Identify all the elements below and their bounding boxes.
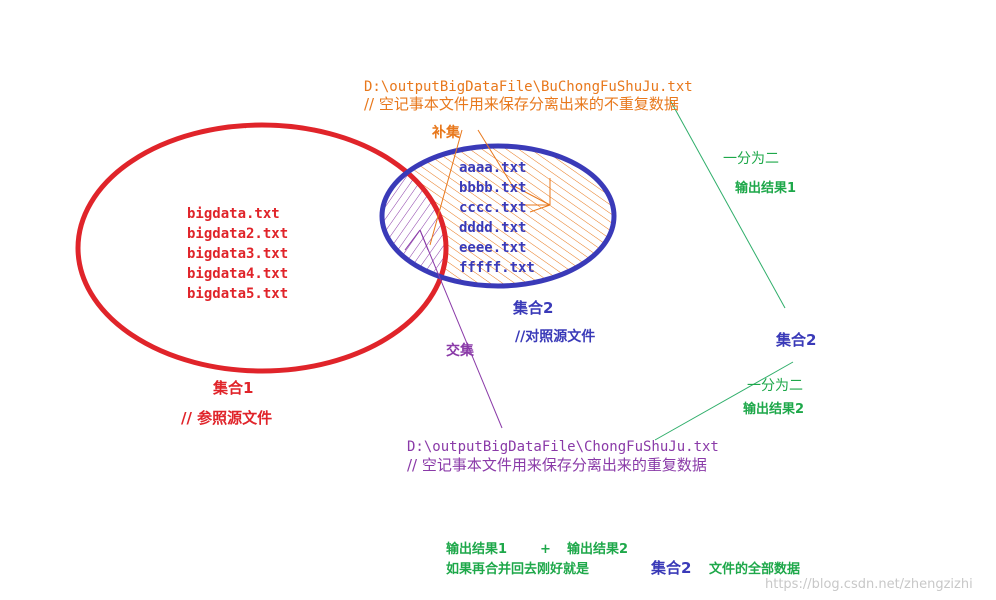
set1-label: 集合1 <box>213 379 254 397</box>
set1-circle <box>75 122 449 374</box>
footer-result-1: 输出结果1 <box>446 542 508 557</box>
watermark: https://blog.csdn.net/zhengzizhi <box>765 577 973 592</box>
split-lines <box>654 99 794 441</box>
bottom-note-comment: // 空记事本文件用来保存分离出来的重复数据 <box>407 456 707 474</box>
top-note-path: D:\outputBigDataFile\BuChongFuShuJu.txt <box>364 79 693 95</box>
set2-circle <box>379 143 617 289</box>
top-note-comment: // 空记事本文件用来保存分离出来的不重复数据 <box>364 95 679 113</box>
list-item: fffff.txt <box>459 260 535 276</box>
intersection-pointers <box>404 229 503 429</box>
list-item: bigdata5.txt <box>187 286 289 302</box>
list-item: dddd.txt <box>459 220 527 236</box>
right-set2-label: 集合2 <box>776 331 817 349</box>
list-item: bigdata2.txt <box>187 226 289 242</box>
bottom-note-path: D:\outputBigDataFile\ChongFuShuJu.txt <box>407 439 719 455</box>
result-label-1: 输出结果1 <box>735 181 797 196</box>
footer-set2: 集合2 <box>651 559 692 577</box>
intersection-label: 交集 <box>446 343 474 359</box>
result-label-2: 输出结果2 <box>743 402 805 417</box>
footer-plus: + <box>540 542 551 557</box>
list-item: cccc.txt <box>459 200 527 216</box>
footer-all-data: 文件的全部数据 <box>709 562 801 577</box>
list-item: eeee.txt <box>459 240 527 256</box>
list-item: bigdata.txt <box>187 206 280 222</box>
set2-file-list: aaaa.txt bbbb.txt cccc.txt dddd.txt eeee… <box>459 160 535 280</box>
complement-pointers <box>429 129 551 246</box>
list-item: bigdata4.txt <box>187 266 289 282</box>
set1-tick-mark <box>241 123 247 129</box>
footer-merge-text: 如果再合并回去刚好就是 <box>446 562 590 577</box>
list-item: aaaa.txt <box>459 160 527 176</box>
set1-file-list: bigdata.txt bigdata2.txt bigdata3.txt bi… <box>187 206 288 306</box>
set2-comment: //对照源文件 <box>515 329 596 345</box>
split-label-2: 一分为二 <box>747 378 803 394</box>
list-item: bigdata3.txt <box>187 246 289 262</box>
split-label-1: 一分为二 <box>723 151 779 167</box>
set1-comment: // 参照源文件 <box>181 409 273 427</box>
list-item: bbbb.txt <box>459 180 527 196</box>
footer-result-2: 输出结果2 <box>567 542 629 557</box>
complement-label: 补集 <box>432 125 460 141</box>
set2-label: 集合2 <box>513 299 554 317</box>
